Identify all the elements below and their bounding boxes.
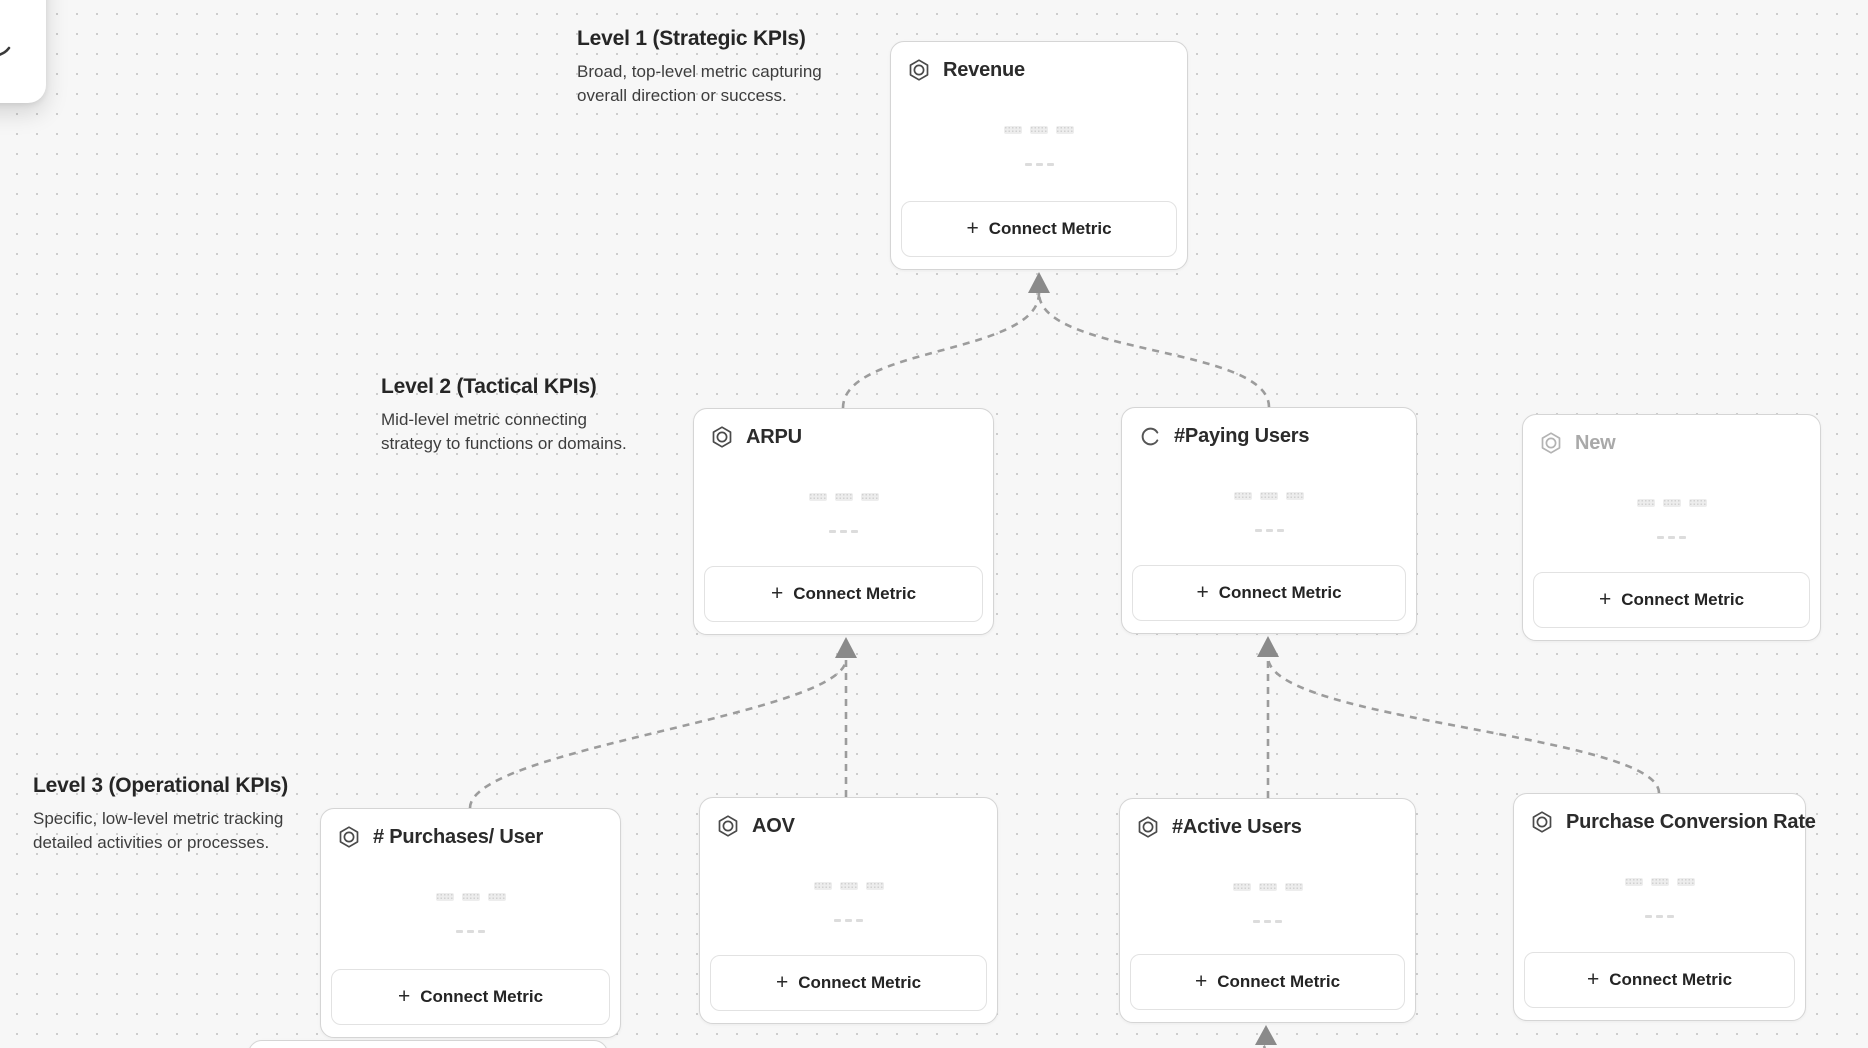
plus-icon: + (770, 581, 784, 605)
connect-metric-button[interactable]: + Connect Metric (1524, 952, 1795, 1008)
connect-metric-button[interactable]: + Connect Metric (1130, 954, 1405, 1010)
level1-title: Level 1 (Strategic KPIs) (577, 27, 806, 50)
metric-hexagon-icon (337, 825, 361, 849)
level2-label: Level 2 (Tactical KPIs) Mid-level metric… (381, 375, 627, 456)
level2-title: Level 2 (Tactical KPIs) (381, 375, 597, 398)
card-header: ARPU (710, 425, 802, 449)
metric-hexagon-icon (1136, 815, 1160, 839)
connect-metric-button[interactable]: + Connect Metric (331, 969, 610, 1025)
metric-hexagon-icon (1530, 810, 1554, 834)
metric-hexagon-icon (1539, 431, 1563, 455)
connect-metric-label: Connect Metric (1609, 970, 1733, 989)
connect-metric-label: Connect Metric (1217, 972, 1341, 991)
card-title: #Paying Users (1174, 424, 1310, 447)
card-title: AOV (752, 814, 795, 837)
card-header: Purchase Conversion Rate (1530, 810, 1816, 834)
level1-description: Broad, top-level metric capturing overal… (577, 62, 822, 105)
floating-toolbar-panel[interactable] (0, 0, 46, 103)
metric-card-new[interactable]: New + Connect Metric (1522, 414, 1821, 641)
plus-icon: + (397, 984, 411, 1008)
card-title: # Purchases/ User (373, 825, 544, 848)
connect-metric-label: Connect Metric (793, 584, 917, 603)
connection-paying-users-to-revenue[interactable] (1037, 292, 1271, 408)
card-title: Revenue (943, 58, 1025, 81)
connection-purchase-conversion-rate-to-paying-users[interactable] (1266, 656, 1661, 794)
arrowhead-into-paying-users (1257, 636, 1279, 657)
metric-card-purchases-per-user[interactable]: # Purchases/ User + Connect Metric (320, 808, 621, 1038)
connect-metric-button[interactable]: + Connect Metric (1132, 565, 1406, 621)
card-header: New (1539, 431, 1616, 455)
card-header: #Active Users (1136, 815, 1302, 839)
connect-metric-button[interactable]: + Connect Metric (704, 566, 983, 622)
metric-card-partial-offscreen[interactable] (248, 1040, 608, 1048)
cursor-tool-icon (0, 42, 16, 71)
metric-card-paying-users[interactable]: #Paying Users + Connect Metric (1121, 407, 1417, 634)
arrowhead-into-revenue (1028, 272, 1050, 293)
plus-icon: + (775, 970, 789, 994)
metric-hexagon-icon (907, 58, 931, 82)
card-title: ARPU (746, 425, 802, 448)
connect-metric-label: Connect Metric (988, 219, 1112, 238)
connect-metric-button[interactable]: + Connect Metric (1533, 572, 1810, 628)
plus-icon: + (1196, 580, 1209, 604)
card-header: # Purchases/ User (337, 825, 543, 849)
connect-metric-button[interactable]: + Connect Metric (901, 201, 1177, 257)
card-title: Purchase Conversion Rate (1566, 810, 1816, 833)
connect-metric-label: Connect Metric (1621, 590, 1745, 609)
metric-hexagon-icon (710, 425, 734, 449)
card-header: Revenue (907, 58, 1025, 82)
connect-metric-label: Connect Metric (1218, 583, 1342, 602)
metric-hexagon-icon (716, 814, 740, 838)
level1-label: Level 1 (Strategic KPIs) Broad, top-leve… (577, 27, 822, 108)
connection-purchases-per-user-to-arpu[interactable] (468, 658, 848, 809)
metric-card-active-users[interactable]: #Active Users + Connect Metric (1119, 798, 1416, 1023)
plus-icon: + (1194, 969, 1208, 993)
level3-label: Level 3 (Operational KPIs) Specific, low… (33, 774, 288, 855)
metric-card-purchase-conversion-rate[interactable]: Purchase Conversion Rate + Connect Metri… (1513, 793, 1816, 1021)
metric-card-arpu[interactable]: ARPU + Connect Metric (693, 408, 994, 635)
loading-spinner-icon (1138, 424, 1162, 448)
metric-card-aov[interactable]: AOV + Connect Metric (699, 797, 998, 1024)
card-header: AOV (716, 814, 795, 838)
arrowhead-into-active-users (1255, 1025, 1277, 1045)
connection-offscreen-to-active-users[interactable] (1259, 1039, 1266, 1048)
card-title: New (1575, 431, 1616, 454)
level2-description: Mid-level metric connecting strategy to … (381, 410, 627, 453)
plus-icon: + (1586, 967, 1600, 991)
connect-metric-label: Connect Metric (420, 987, 544, 1006)
level3-description: Specific, low-level metric tracking deta… (33, 809, 284, 852)
plus-icon: + (1598, 587, 1612, 611)
metric-card-revenue[interactable]: Revenue + Connect Metric (890, 41, 1188, 270)
card-header: #Paying Users (1138, 424, 1309, 448)
arrowhead-into-arpu (835, 637, 857, 658)
connect-metric-label: Connect Metric (798, 973, 922, 992)
card-title: #Active Users (1172, 815, 1302, 838)
level3-title: Level 3 (Operational KPIs) (33, 774, 289, 797)
plus-icon: + (966, 216, 979, 240)
connection-arpu-to-revenue[interactable] (841, 292, 1041, 409)
connect-metric-button[interactable]: + Connect Metric (710, 955, 987, 1011)
